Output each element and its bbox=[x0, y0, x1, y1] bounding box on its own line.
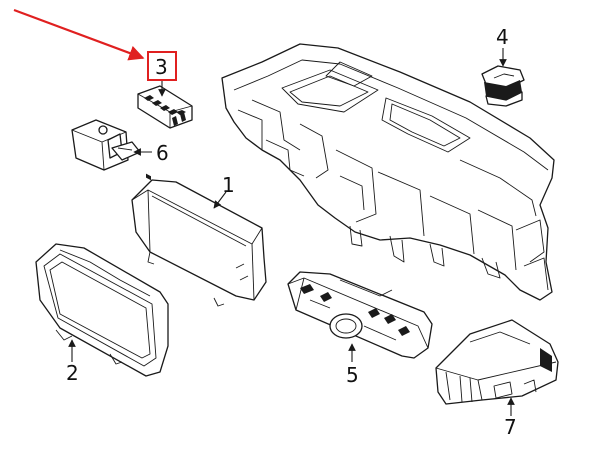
callout-4: 4 bbox=[496, 25, 509, 49]
callout-1: 1 bbox=[222, 173, 235, 197]
callout-6: 6 bbox=[156, 141, 169, 165]
part-7-control-unit-drawing bbox=[435, 319, 559, 405]
part-4-switch-drawing bbox=[481, 65, 525, 107]
part-3-switch-bank-drawing bbox=[137, 85, 193, 181]
leader-1 bbox=[213, 191, 227, 209]
instrument-panel-drawing bbox=[221, 43, 555, 301]
callout-5: 5 bbox=[346, 363, 359, 387]
callout-3: 3 bbox=[155, 55, 168, 79]
part-5-control-panel-drawing bbox=[287, 271, 433, 359]
callout-7: 7 bbox=[504, 415, 517, 439]
callout-3-highlight-box bbox=[147, 51, 177, 81]
part-2-cluster-drawing bbox=[35, 243, 169, 377]
part-6-module-drawing bbox=[71, 119, 141, 171]
callout-2: 2 bbox=[66, 361, 79, 385]
part-1-display-drawing bbox=[131, 179, 267, 307]
highlight-arrow bbox=[13, 8, 145, 61]
